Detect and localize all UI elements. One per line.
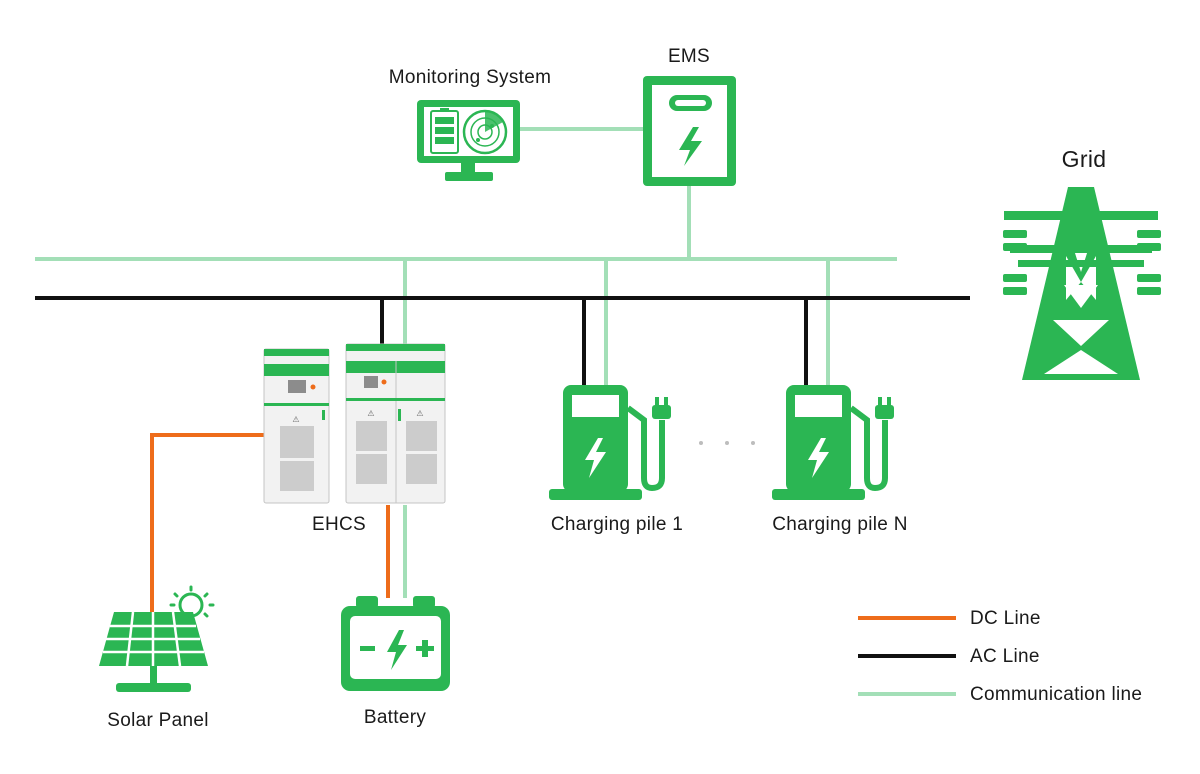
solar-panel-icon [99,585,215,692]
charging-pile-1-icon [549,385,671,500]
monitoring-system-icon [417,100,520,181]
battery-label: Battery [364,707,426,728]
legend-ac-label: AC Line [970,646,1040,667]
solar-panel-label: Solar Panel [107,710,209,731]
grid-tower-icon [1003,187,1161,380]
svg-text:⚠: ⚠ [416,409,423,418]
charging-pile-n-icon [772,385,894,500]
ehcs-label: EHCS [312,514,366,535]
legend: DC Line AC Line Communication line [858,608,1142,705]
ems-icon [643,76,736,186]
more-piles-ellipsis [699,441,755,445]
ac-lines [35,296,970,385]
ems-label: EMS [668,46,710,67]
legend-dc-label: DC Line [970,608,1041,629]
charging-pile-1-label: Charging pile 1 [551,514,683,535]
battery-icon [341,596,450,691]
ehcs-cabinets-icon: ⚠ ⚠ ⚠ [263,343,446,504]
grid-label: Grid [1062,146,1107,172]
communication-lines [35,127,897,598]
charging-pile-n-label: Charging pile N [772,514,907,535]
monitoring-system-label: Monitoring System [389,67,551,88]
svg-text:⚠: ⚠ [292,415,299,424]
legend-communication-label: Communication line [970,684,1142,705]
svg-text:⚠: ⚠ [367,409,374,418]
dc-lines [150,433,390,612]
